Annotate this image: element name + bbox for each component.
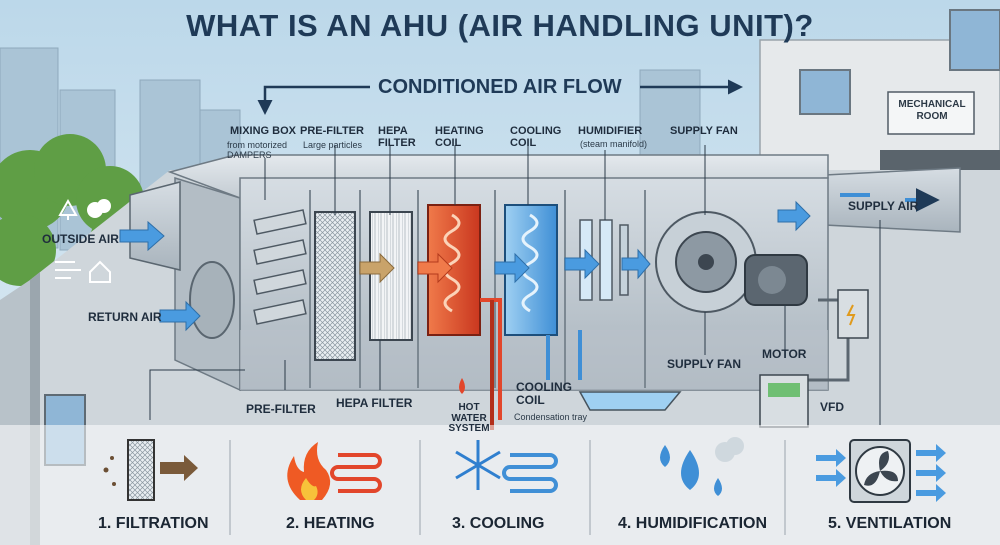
conditioned-air-flow-arrow (257, 79, 743, 115)
bottom-band (0, 425, 1000, 545)
vfd-panel (759, 289, 869, 428)
label-return-air: RETURN AIR (88, 310, 162, 324)
stage-label-humidification: 4. HUMIDIFICATION (618, 515, 768, 532)
label-pre-filter-bottom: PRE-FILTER (246, 402, 316, 416)
label-heating-coil-top: HEATING COIL (435, 125, 484, 149)
ahu-unit (167, 154, 829, 392)
label-motor: MOTOR (762, 347, 807, 361)
leader-lines (149, 145, 881, 425)
outside-air-hood (129, 181, 181, 271)
label-supply-air: SUPPLY AIR (848, 199, 919, 213)
page-title: WHAT IS AN AHU (AIR HANDLING UNIT)? (186, 8, 814, 43)
room-sign: MECHANICAL ROOM (898, 99, 966, 122)
piping (480, 298, 850, 430)
sub-cooling-coil-bottom: Condensation tray (514, 412, 588, 422)
label-supply-fan-bottom: SUPPLY FAN (667, 357, 742, 371)
label-cooling-coil-bottom: COOLING COIL (516, 380, 572, 407)
sub-mixing-box: from motorized DAMPERS (227, 140, 288, 160)
cloud-icon (87, 199, 111, 218)
tree-icon (58, 198, 78, 220)
stage-label-ventilation: 5. VENTILATION (828, 515, 952, 532)
label-hepa-top: HEPA FILTER (378, 125, 416, 149)
sub-humidifier: (steam manifold) (580, 139, 648, 149)
label-outside-air: OUTSIDE AIR (42, 232, 119, 246)
flow-label: CONDITIONED AIR FLOW (378, 76, 622, 98)
label-humidifier: HUMIDIFIER (578, 125, 643, 137)
droplets-icon (660, 437, 744, 496)
condensation-tray (578, 391, 682, 411)
flame-icon (287, 442, 382, 500)
label-pre-filter-top: PRE-FILTER (300, 125, 364, 137)
airflow-arrows (119, 200, 811, 332)
label-supply-fan-top: SUPPLY FAN (670, 125, 738, 137)
sub-pre-filter-top: Large particles (303, 140, 363, 150)
label-hepa-bottom: HEPA FILTER (336, 396, 413, 410)
wind-icon (55, 261, 81, 279)
supply-duct (824, 167, 961, 233)
filter-icon (103, 439, 198, 501)
snowflake-icon (455, 440, 558, 493)
hot-water-drop (459, 378, 465, 394)
house-icon (89, 260, 111, 283)
label-vfd: VFD (820, 400, 844, 414)
stage-label-cooling: 3. COOLING (452, 515, 545, 532)
stage-label-heating: 2. HEATING (286, 515, 375, 532)
label-mixing-box: MIXING BOX (230, 125, 297, 137)
label-hot-water: HOT WATER SYSTEM (448, 402, 490, 434)
fan-icon (816, 439, 946, 503)
stage-label-filtration: 1. FILTRATION (98, 515, 209, 532)
label-cooling-coil-top: COOLING COIL (510, 125, 562, 149)
